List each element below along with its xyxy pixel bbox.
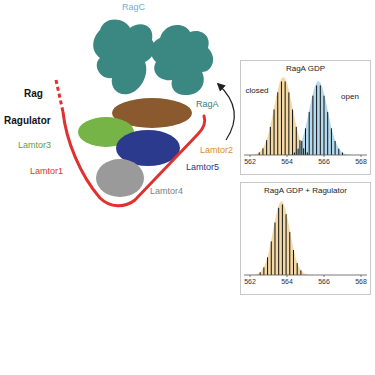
- isotope-stick: [266, 140, 267, 155]
- axis-tick-label: 564: [281, 158, 293, 166]
- axis-tick-label: 562: [244, 278, 256, 286]
- isotope-stick: [312, 96, 313, 155]
- isotope-stick: [288, 92, 289, 155]
- isotope-stick: [335, 141, 336, 155]
- axis-tick: [287, 155, 288, 157]
- isotope-stick: [289, 232, 290, 275]
- protein-label: Lamtor3: [18, 140, 51, 150]
- isotope-stick: [327, 112, 328, 155]
- isotope-stick: [270, 127, 271, 155]
- state-label: open: [341, 92, 359, 101]
- axis-tick-label: 566: [318, 278, 330, 286]
- ragc-shape: [93, 20, 155, 95]
- spectrum: [244, 201, 367, 277]
- axis-tick: [250, 155, 251, 157]
- isotope-stick: [296, 127, 297, 155]
- isotope-stick: [299, 140, 300, 155]
- isotope-stick: [281, 81, 282, 155]
- isotope-stick: [300, 270, 301, 275]
- x-axis: [244, 275, 367, 276]
- isotope-stick: [271, 241, 272, 275]
- isotope-stick: [263, 267, 264, 275]
- lamtor1-tail: [56, 80, 63, 112]
- axis-tick: [287, 275, 288, 277]
- isotope-stick: [331, 128, 332, 155]
- raga-shape: [151, 25, 213, 95]
- axis-tick-label: 562: [244, 158, 256, 166]
- isotope-stick: [293, 250, 294, 275]
- panel-title: RagA GDP: [241, 61, 370, 74]
- panel-title: RagA GDP + Ragulator: [241, 183, 370, 196]
- axis-tick-label: 564: [281, 278, 293, 286]
- isotope-stick: [316, 85, 317, 155]
- isotope-stick: [303, 148, 304, 155]
- axis-tick: [250, 275, 251, 277]
- isotope-stick: [305, 128, 306, 155]
- isotope-stick: [298, 149, 299, 155]
- isotope-stick: [301, 141, 302, 155]
- mass-spectra: [244, 77, 367, 277]
- isotope-stick: [309, 112, 310, 155]
- protein-label: Lamtor1: [30, 166, 63, 176]
- isotope-stick: [297, 263, 298, 275]
- isotope-stick: [292, 110, 293, 155]
- isotope-stick: [286, 214, 287, 275]
- axis-tick: [361, 275, 362, 277]
- complex-label: Ragulator: [4, 115, 51, 127]
- axis-tick: [324, 275, 325, 277]
- isotope-stick: [320, 85, 321, 155]
- lamtor1-shape: [63, 112, 205, 206]
- isotope-stick: [278, 208, 279, 275]
- isotope-stick: [260, 272, 261, 275]
- protein-label: RagA: [196, 99, 219, 109]
- axis-tick: [361, 155, 362, 157]
- state-label: closed: [245, 86, 268, 95]
- isotope-stick: [324, 96, 325, 155]
- protein-label: Lamtor4: [150, 186, 183, 196]
- isotope-stick: [282, 204, 283, 275]
- protein-label: RagC: [122, 2, 145, 12]
- lamtor4-shape: [96, 159, 144, 197]
- protein-label: Lamtor5: [186, 162, 219, 172]
- isotope-stick: [267, 257, 268, 275]
- chart-panel: RagA GDP + Ragulator: [240, 182, 371, 295]
- axis-tick-label: 566: [318, 158, 330, 166]
- axis-tick-label: 568: [355, 278, 367, 286]
- chart-panel: RagA GDP: [240, 60, 371, 175]
- isotope-stick: [285, 81, 286, 155]
- axis-tick-label: 568: [355, 158, 367, 166]
- isotope-stick: [338, 149, 339, 155]
- peak-envelope: [251, 201, 310, 275]
- binding-arrow: [218, 84, 234, 140]
- axis-tick: [324, 155, 325, 157]
- isotope-stick: [274, 110, 275, 155]
- isotope-stick: [262, 148, 263, 155]
- isotope-stick: [274, 223, 275, 275]
- spectrum: [244, 77, 367, 157]
- x-axis: [244, 155, 367, 156]
- complex-label: Rag: [24, 88, 43, 100]
- protein-label: Lamtor2: [200, 145, 233, 155]
- isotope-stick: [277, 92, 278, 155]
